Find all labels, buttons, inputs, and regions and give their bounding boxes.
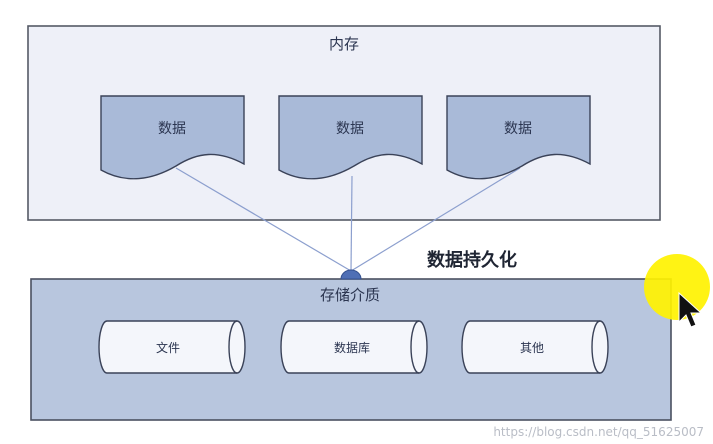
- watermark-text: https://blog.csdn.net/qq_51625007: [493, 425, 704, 439]
- persistence-label: 数据持久化: [427, 249, 517, 271]
- cylinder-label: 其他: [520, 341, 544, 355]
- cylinder-shape: 数据库: [280, 320, 428, 374]
- memory-title: 内存: [329, 35, 359, 53]
- storage-title: 存储介质: [320, 286, 380, 304]
- document-label: 数据: [504, 121, 532, 137]
- document-shape: 数据: [278, 95, 423, 180]
- cylinder-label: 文件: [156, 340, 180, 355]
- document-shape: 数据: [446, 95, 591, 180]
- connector-line: [350, 175, 353, 272]
- cylinder-label: 数据库: [334, 340, 370, 355]
- document-shape: 数据: [100, 95, 245, 180]
- arrow-cursor-icon: [678, 291, 703, 328]
- cylinder-shape: 其他: [461, 320, 609, 374]
- cursor-highlight: [644, 254, 710, 320]
- document-label: 数据: [336, 121, 364, 137]
- cylinder-shape: 文件: [98, 320, 246, 374]
- connector-line: [350, 167, 521, 272]
- connector-line: [175, 167, 352, 272]
- document-label: 数据: [158, 121, 186, 137]
- connector-node-icon: [340, 269, 362, 280]
